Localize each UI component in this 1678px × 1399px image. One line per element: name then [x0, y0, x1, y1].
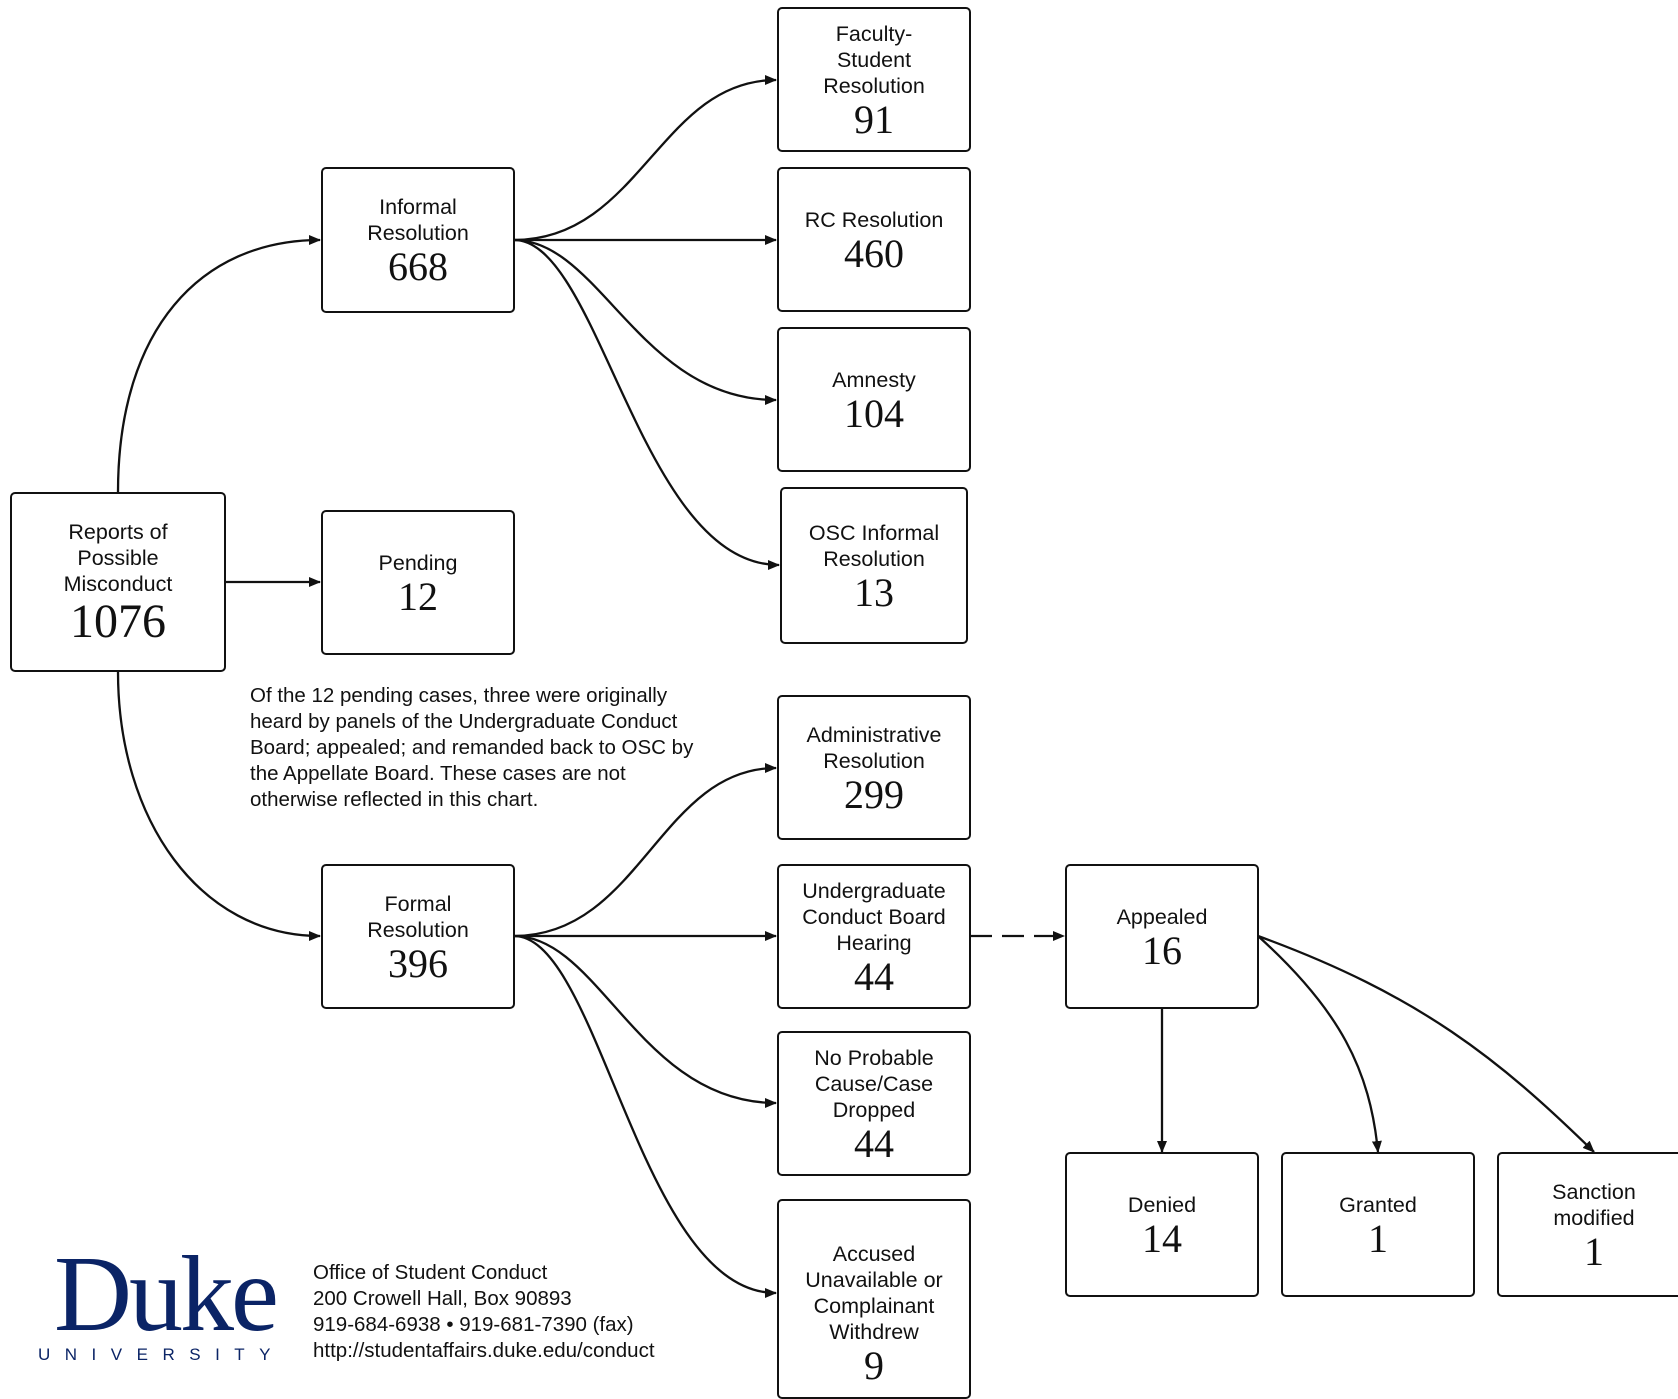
- node-granted: Granted 1: [1281, 1152, 1475, 1297]
- edge-informal-faculty: [513, 75, 777, 242]
- node-sanction-count: 1: [1584, 1228, 1604, 1274]
- node-osc-informal-label: OSC Informal Resolution: [808, 520, 940, 571]
- node-accused: Accused Unavailable or Complainant Withd…: [777, 1199, 971, 1399]
- edge-formal-noprobable: [513, 934, 777, 1108]
- duke-logo: Duke UNIVERSITY: [30, 1235, 300, 1365]
- pending-note: Of the 12 pending cases, three were orig…: [250, 684, 694, 811]
- node-denied-label: Denied: [1127, 1192, 1197, 1217]
- node-formal-label: Formal Resolution: [367, 891, 469, 942]
- edge-formal-accused: [513, 934, 777, 1298]
- node-informal: Informal Resolution 668: [321, 167, 515, 313]
- edge-reports-formal: [116, 671, 321, 941]
- node-formal: Formal Resolution 396: [321, 864, 515, 1009]
- node-appealed: Appealed 16: [1065, 864, 1259, 1009]
- node-accused-count: 9: [864, 1343, 884, 1388]
- node-informal-count: 668: [388, 244, 448, 289]
- node-appealed-count: 16: [1142, 927, 1182, 973]
- node-denied-count: 14: [1142, 1215, 1182, 1261]
- node-pending-label: Pending: [378, 550, 458, 575]
- edge-formal-administrative: [513, 763, 777, 938]
- logo-subtitle: UNIVERSITY: [38, 1345, 286, 1364]
- node-administrative-count: 299: [844, 771, 904, 817]
- office-contact: Office of Student Conduct 200 Crowell Ha…: [313, 1260, 733, 1364]
- edge-appealed-granted: [1257, 935, 1382, 1153]
- node-amnesty: Amnesty 104: [777, 327, 971, 472]
- node-faculty-label: Faculty- Student Resolution: [823, 21, 925, 98]
- node-ucb-label: Undergraduate Conduct Board Hearing: [802, 878, 946, 955]
- node-rc-count: 460: [844, 230, 904, 276]
- node-denied: Denied 14: [1065, 1152, 1259, 1297]
- node-reports-label: Reports of Possible Misconduct: [63, 520, 173, 596]
- edge-reports-informal: [116, 235, 321, 493]
- node-reports: Reports of Possible Misconduct 1076: [10, 492, 226, 672]
- edge-informal-amnesty: [513, 238, 777, 405]
- node-accused-label: Accused Unavailable or Complainant Withd…: [805, 1242, 943, 1344]
- node-pending-count: 12: [398, 573, 438, 619]
- node-granted-count: 1: [1368, 1215, 1388, 1261]
- node-appealed-label: Appealed: [1116, 904, 1208, 929]
- node-rc-label: RC Resolution: [804, 207, 944, 232]
- node-pending: Pending 12: [321, 510, 515, 655]
- node-no-probable-count: 44: [854, 1120, 894, 1166]
- office-phone: 919-684-6938 • 919-681-7390 (fax): [313, 1313, 634, 1336]
- office-name: Office of Student Conduct: [313, 1261, 548, 1284]
- node-faculty: Faculty- Student Resolution 91: [777, 7, 971, 152]
- node-faculty-count: 91: [854, 96, 894, 142]
- node-reports-count: 1076: [70, 595, 166, 648]
- node-administrative: Administrative Resolution 299: [777, 695, 971, 840]
- node-no-probable-label: No Probable Cause/Case Dropped: [814, 1045, 934, 1122]
- node-osc-informal: OSC Informal Resolution 13: [780, 487, 968, 644]
- node-ucb: Undergraduate Conduct Board Hearing 44: [777, 864, 971, 1009]
- node-sanction: Sanction modified 1: [1497, 1152, 1678, 1297]
- node-formal-count: 396: [388, 940, 448, 986]
- node-osc-informal-count: 13: [854, 569, 894, 615]
- node-no-probable: No Probable Cause/Case Dropped 44: [777, 1031, 971, 1176]
- node-sanction-label: Sanction modified: [1552, 1179, 1636, 1230]
- office-address: 200 Crowell Hall, Box 90893: [313, 1287, 572, 1310]
- node-amnesty-count: 104: [844, 390, 904, 436]
- edge-appealed-sanction: [1257, 934, 1595, 1153]
- node-rc: RC Resolution 460: [777, 167, 971, 312]
- node-ucb-count: 44: [854, 953, 894, 999]
- edge-informal-osc: [513, 238, 780, 570]
- logo-wordmark: Duke: [54, 1235, 279, 1354]
- node-informal-label: Informal Resolution: [367, 195, 469, 245]
- node-granted-label: Granted: [1339, 1192, 1417, 1217]
- node-administrative-label: Administrative Resolution: [806, 722, 942, 773]
- office-url: http://studentaffairs.duke.edu/conduct: [313, 1339, 655, 1362]
- node-amnesty-label: Amnesty: [832, 367, 916, 392]
